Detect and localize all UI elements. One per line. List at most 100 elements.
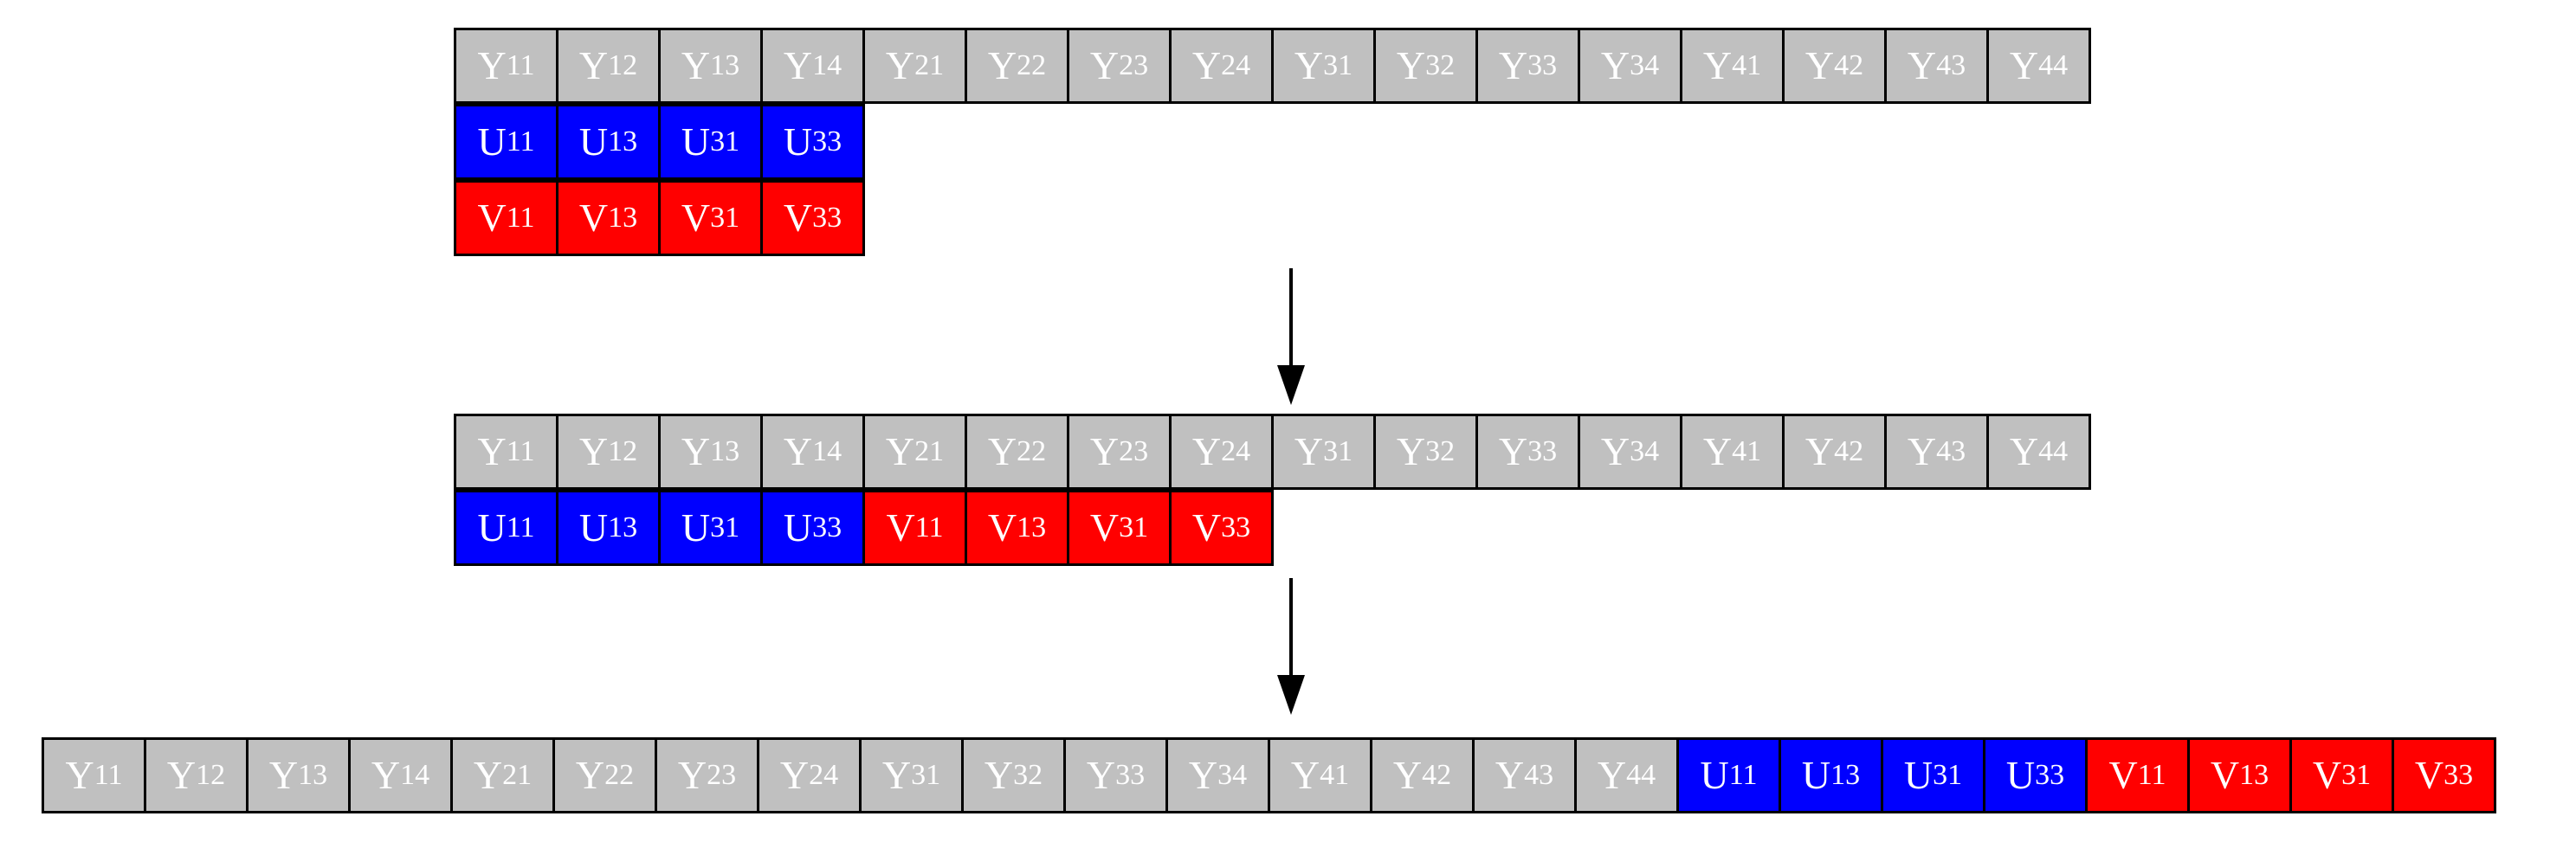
sample-subscript: 11: [94, 759, 123, 791]
sample-letter: Y: [1086, 753, 1116, 797]
sample-subscript: 43: [1936, 435, 1966, 467]
sample-subscript: 32: [1425, 435, 1456, 467]
sample-subscript: 13: [298, 759, 328, 791]
sample-subscript: 11: [2137, 759, 2166, 791]
sample-letter: Y: [1600, 429, 1630, 473]
sample-subscript: 33: [2444, 759, 2474, 791]
sample-letter: Y: [1498, 43, 1528, 87]
sample-letter: V: [578, 196, 609, 240]
sample-letter: Y: [1702, 429, 1733, 473]
sample-subscript: 31: [710, 511, 740, 543]
sample-subscript: 11: [506, 125, 535, 158]
sample-subscript: 43: [1524, 759, 1554, 791]
sample-letter: Y: [1804, 43, 1835, 87]
sample-subscript: 33: [1527, 49, 1558, 81]
sample-letter: Y: [1294, 429, 1324, 473]
sample-letter: V: [2210, 753, 2240, 797]
sample-subscript: 13: [608, 202, 638, 234]
sample-letter: Y: [779, 753, 810, 797]
sample-letter: Y: [1392, 753, 1423, 797]
sample-subscript: 33: [1221, 511, 1251, 543]
sample-letter: U: [477, 505, 507, 550]
sample-letter: Y: [1290, 753, 1320, 797]
sample-letter: Y: [578, 43, 609, 87]
sample-letter: U: [783, 505, 813, 550]
sample-letter: U: [681, 505, 711, 550]
sample-letter: U: [783, 119, 813, 164]
sample-subscript: 34: [1217, 759, 1248, 791]
sample-subscript: 23: [1119, 435, 1149, 467]
sample-letter: U: [681, 119, 711, 164]
sample-subscript: 42: [1834, 49, 1864, 81]
sample-letter: U: [1903, 753, 1934, 797]
sample-subscript: 44: [1626, 759, 1656, 791]
sample-subscript: 34: [1630, 49, 1660, 81]
sample-subscript: 22: [604, 759, 635, 791]
sample-letter: Y: [575, 753, 605, 797]
sample-subscript: 32: [1013, 759, 1043, 791]
sample-letter: V: [1089, 505, 1120, 550]
sample-letter: Y: [681, 43, 711, 87]
sample-letter: U: [477, 119, 507, 164]
sample-letter: Y: [1498, 429, 1528, 473]
sample-letter: Y: [1191, 43, 1222, 87]
sample-subscript: 23: [1119, 49, 1149, 81]
sample-letter: V: [783, 196, 813, 240]
sample-subscript: 33: [1527, 435, 1558, 467]
sample-letter: V: [2108, 753, 2138, 797]
sample-subscript: 24: [1221, 435, 1251, 467]
sample-subscript: 13: [710, 49, 740, 81]
sample-subscript: 41: [1732, 49, 1762, 81]
sample-subscript: 13: [2239, 759, 2269, 791]
sample-letter: Y: [65, 753, 94, 797]
sample-letter: Y: [2009, 429, 2039, 473]
sample-subscript: 31: [1933, 759, 1963, 791]
sample-subscript: 33: [2035, 759, 2065, 791]
sample-letter: V: [477, 196, 507, 240]
sample-letter: V: [1191, 505, 1222, 550]
sample-subscript: 22: [1017, 435, 1047, 467]
sample-subscript: 21: [914, 49, 945, 81]
sample-letter: Y: [1188, 753, 1218, 797]
sample-letter: U: [578, 505, 609, 550]
sample-subscript: 21: [502, 759, 533, 791]
